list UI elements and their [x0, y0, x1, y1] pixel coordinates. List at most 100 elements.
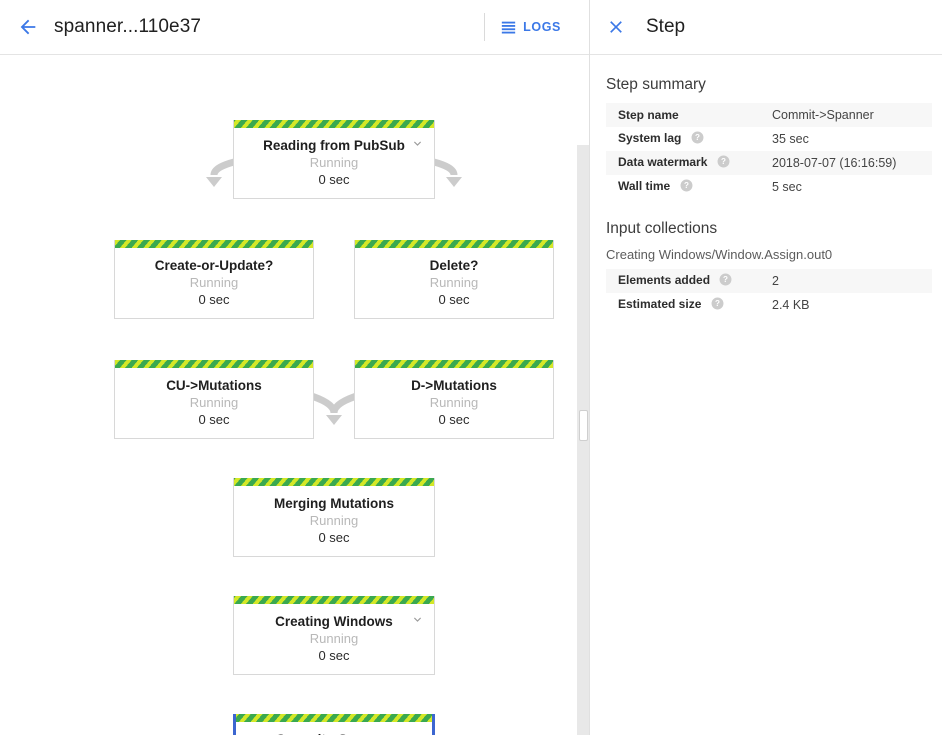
row-key-label: Data watermark — [618, 155, 708, 169]
node-title: Create-or-Update? — [154, 258, 274, 273]
row-value: Commit->Spanner — [772, 108, 874, 122]
row-key: Elements added ? — [606, 269, 772, 293]
graph-node-d-mutations[interactable]: D->Mutations Running 0 sec — [354, 360, 554, 439]
node-status: Running — [189, 275, 239, 290]
node-body: Merging Mutations Running 0 sec — [234, 486, 434, 556]
node-title: Commit->Spanner — [240, 731, 428, 735]
node-time: 0 sec — [198, 412, 230, 427]
node-title: Reading from PubSub — [263, 138, 405, 153]
logs-button-label: LOGS — [523, 20, 561, 34]
table-row: Wall time ? 5 sec — [606, 175, 932, 199]
table-row: Elements added ? 2 — [606, 269, 932, 293]
node-body: Creating Windows Running 0 sec — [234, 604, 434, 674]
close-icon — [610, 21, 622, 33]
node-status: Running — [309, 513, 359, 528]
svg-text:?: ? — [715, 299, 720, 308]
node-status-stripe — [355, 360, 553, 368]
row-value: 5 sec — [772, 180, 802, 194]
close-panel-button[interactable] — [594, 5, 638, 49]
page-title: spanner...110e37 — [54, 16, 202, 37]
step-summary-heading: Step summary — [606, 76, 706, 93]
node-status-stripe — [234, 596, 434, 604]
job-graph-panel: spanner...110e37 LOGS — [0, 0, 590, 735]
step-details-panel: Step Step summary Step name Commit->Span… — [590, 0, 942, 735]
node-status-stripe — [355, 240, 553, 248]
row-key: Data watermark ? — [606, 151, 772, 175]
chevron-down-icon[interactable] — [410, 136, 425, 151]
input-collection-name: Creating Windows/Window.Assign.out0 — [606, 247, 833, 262]
graph-node-reading-from-pubsub[interactable]: Reading from PubSub Running 0 sec — [233, 120, 435, 199]
logs-button[interactable]: LOGS — [501, 20, 561, 35]
node-time: 0 sec — [198, 292, 230, 307]
node-time: 0 sec — [438, 292, 470, 307]
node-time: 0 sec — [318, 172, 350, 187]
graph-node-creating-windows[interactable]: Creating Windows Running 0 sec — [233, 596, 435, 675]
node-status-stripe — [236, 714, 432, 722]
step-panel-title: Step — [646, 16, 686, 37]
table-row: Estimated size ? 2.4 KB — [606, 293, 932, 317]
svg-text:?: ? — [695, 133, 700, 142]
arrow-left-icon — [20, 19, 36, 35]
node-title: Creating Windows — [275, 614, 393, 629]
node-title: Merging Mutations — [274, 496, 394, 511]
help-icon[interactable]: ? — [691, 131, 704, 147]
node-status: Running — [189, 395, 239, 410]
node-status-stripe — [234, 120, 434, 128]
node-status: Running — [309, 631, 359, 646]
step-panel-content: Step summary Step name Commit->Spanner S… — [590, 76, 942, 317]
node-status: Running — [309, 155, 359, 170]
row-key: Wall time ? — [606, 175, 772, 199]
node-body: Commit->Spanner Part running 5 sec — [236, 722, 432, 735]
graph-node-delete[interactable]: Delete? Running 0 sec — [354, 240, 554, 319]
job-toolbar: spanner...110e37 LOGS — [0, 0, 589, 55]
table-row: Data watermark ? 2018-07-07 (16:16:59) — [606, 151, 932, 175]
svg-text:?: ? — [723, 275, 728, 284]
input-collections-table: Elements added ? 2 Estimated size ? — [606, 269, 932, 317]
help-icon[interactable]: ? — [680, 179, 693, 195]
node-title: CU->Mutations — [166, 378, 262, 393]
toolbar-divider — [484, 13, 486, 41]
row-value: 35 sec — [772, 132, 809, 146]
node-time: 0 sec — [318, 648, 350, 663]
node-body: Reading from PubSub Running 0 sec — [234, 128, 434, 198]
row-key: Estimated size ? — [606, 293, 772, 317]
row-key: Step name — [618, 108, 679, 122]
node-time: 0 sec — [318, 530, 350, 545]
row-key-label: Wall time — [618, 179, 671, 193]
step-panel-header: Step — [590, 0, 942, 55]
graph-node-cu-mutations[interactable]: CU->Mutations Running 0 sec — [114, 360, 314, 439]
graph-node-commit-spanner[interactable]: Commit->Spanner Part running 5 sec — [233, 714, 435, 735]
help-icon[interactable]: ? — [717, 155, 730, 171]
back-button[interactable] — [4, 3, 52, 51]
row-key-label: System lag — [618, 131, 682, 145]
chevron-down-icon[interactable] — [410, 612, 425, 627]
graph-node-merging-mutations[interactable]: Merging Mutations Running 0 sec — [233, 478, 435, 557]
node-body: D->Mutations Running 0 sec — [355, 368, 553, 438]
node-title: D->Mutations — [411, 378, 497, 393]
help-icon[interactable]: ? — [719, 273, 732, 289]
node-status: Running — [429, 275, 479, 290]
node-status-stripe — [115, 360, 313, 368]
node-time: 0 sec — [438, 412, 470, 427]
graph-scrollbar-thumb[interactable] — [579, 410, 588, 441]
input-collections-heading: Input collections — [606, 220, 718, 237]
row-value: 2018-07-07 (16:16:59) — [772, 156, 897, 170]
graph-vertical-scrollbar[interactable] — [577, 145, 589, 735]
row-key: System lag ? — [606, 127, 772, 151]
step-summary-table: Step name Commit->Spanner System lag ? 3… — [606, 103, 932, 199]
help-icon[interactable]: ? — [711, 297, 724, 313]
row-key-label: Elements added — [618, 273, 711, 287]
chevron-down-icon[interactable] — [408, 730, 423, 735]
node-body: CU->Mutations Running 0 sec — [115, 368, 313, 438]
graph-node-create-or-update[interactable]: Create-or-Update? Running 0 sec — [114, 240, 314, 319]
node-status-stripe — [234, 478, 434, 486]
row-value: 2 — [772, 274, 779, 288]
table-row: System lag ? 35 sec — [606, 127, 932, 151]
table-row: Step name Commit->Spanner — [606, 103, 932, 127]
node-body: Delete? Running 0 sec — [355, 248, 553, 318]
svg-text:?: ? — [721, 157, 726, 166]
graph-canvas[interactable]: Reading from PubSub Running 0 sec Create… — [0, 55, 589, 735]
svg-text:?: ? — [684, 181, 689, 190]
row-value: 2.4 KB — [772, 298, 810, 312]
